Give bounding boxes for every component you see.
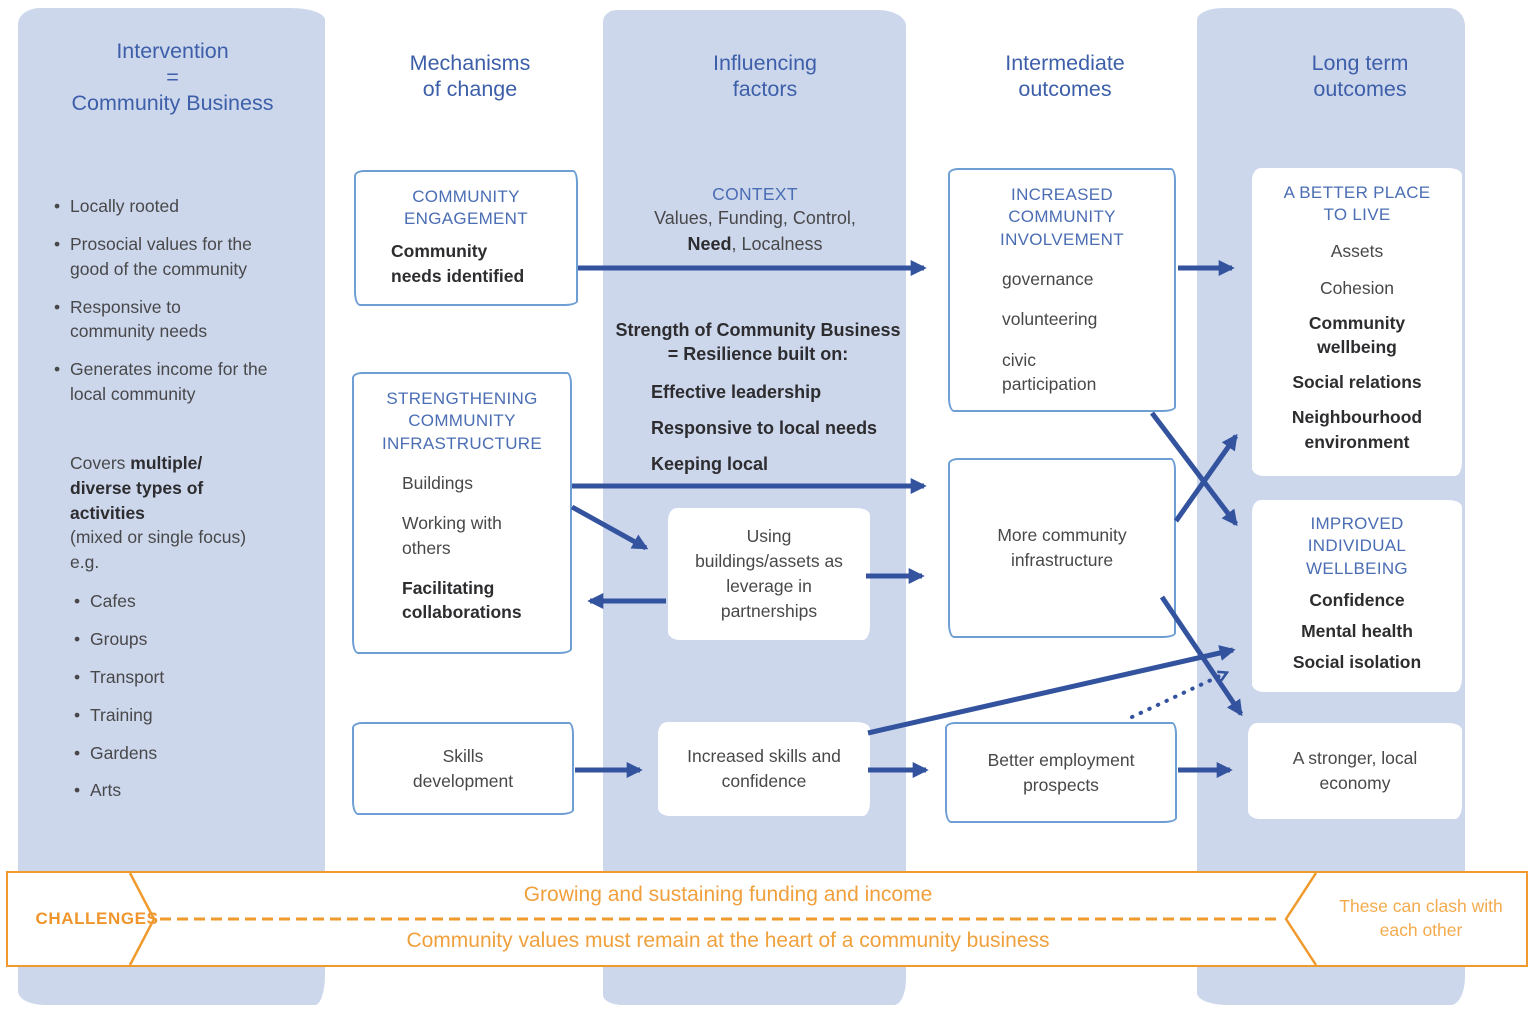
challenges-divider-graphics [128,873,1318,965]
box-item: Buildings [402,473,474,494]
band-intervention [18,8,325,1005]
header-line: Influencing [713,51,817,75]
box-community-engagement: COMMUNITY ENGAGEMENT Community needs ide… [354,170,578,306]
box-strengthening-infrastructure: STRENGTHENING COMMUNITY INFRASTRUCTURE B… [352,372,572,654]
box-improved-wellbeing: IMPROVED INDIVIDUAL WELLBEING Confidence… [1252,500,1462,692]
box-item: Community wellbeing [1308,312,1406,358]
box-item: Confidence [1309,590,1405,611]
box-body: More community infrastructure [997,525,1127,570]
arrow-increased-skills-to-wellbeing [867,645,1236,736]
box-increased-skills: Increased skills and confidence [658,722,870,816]
context-bold: Need [687,233,732,254]
intervention-description: Locally rooted Prosocial values for the … [48,194,310,816]
covers-paragraph: Covers multiple/ diverse types of activi… [48,451,255,575]
intervention-bullet: Locally rooted [48,194,270,219]
box-more-infrastructure: More community infrastructure [948,458,1176,638]
box-item: Working with others [402,513,502,558]
box-body: Increased skills and confidence [687,746,841,791]
header-line: Intervention [116,39,229,63]
challenges-note-text: These can clash with each other [1339,896,1503,940]
covers-bold: multiple/ diverse types of activities [70,452,204,523]
box-item: Neighbourhood environment [1291,407,1423,452]
challenges-banner: CHALLENGES Growing and sustaining fundin… [6,871,1528,967]
covers-post: e.g. [70,552,100,573]
box-increased-involvement: INCREASED COMMUNITY INVOLVEMENT governan… [948,168,1176,412]
chevron-left-icon [1284,873,1318,965]
strength-items: Effective leadership Responsive to local… [613,382,903,475]
intervention-bullet: Generates income for the local community [48,357,270,407]
header-line: outcomes [1018,77,1112,102]
context-line: Need, Localness [610,232,900,258]
strength-item: Keeping local [651,453,769,474]
box-item: Mental health [1301,621,1413,642]
column-header-intervention: Intervention = Community Business [30,38,315,117]
box-better-place: A BETTER PLACE TO LIVE Assets Cohesion C… [1252,168,1462,476]
challenge-bottom-text: Community values must remain at the hear… [406,929,1050,952]
header-line: Community Business [71,91,274,116]
box-item: Cohesion [1320,277,1394,298]
band-influencing-factors [603,10,906,1005]
activity-item: Transport [70,665,310,690]
context-title: CONTEXT [712,184,798,204]
box-body: Using buildings/assets as leverage in pa… [695,526,843,621]
box-items: governance volunteering civic participat… [950,267,1174,396]
challenge-top-text: Growing and sustaining funding and incom… [523,883,933,906]
covers-post: (mixed or single focus) [70,527,247,548]
column-header-intermediate: Intermediate outcomes [975,50,1155,102]
chevron-right-icon [128,873,156,965]
box-title: COMMUNITY ENGAGEMENT [404,187,528,229]
activity-item: Arts [70,778,310,803]
strength-heading: Strength of Community Business = Resilie… [615,320,901,365]
box-title: INCREASED COMMUNITY INVOLVEMENT [1000,185,1124,249]
challenges-note: These can clash with each other [1322,873,1520,965]
activities-list: Cafes Groups Transport Training Gardens … [48,589,310,803]
column-header-mechanisms: Mechanisms of change [380,50,560,102]
header-line: Intermediate [1005,51,1125,75]
header-line: factors [732,77,798,102]
box-body: Community needs identified [391,240,525,286]
context-rest: , Localness [731,233,823,254]
strength-block: Strength of Community Business = Resilie… [613,318,903,475]
box-item: Assets [1330,240,1384,261]
intervention-bullet: Prosocial values for the good of the com… [48,232,270,282]
box-item: civic participation [1002,349,1097,394]
box-title: A BETTER PLACE TO LIVE [1283,183,1431,225]
box-body: A stronger, local economy [1292,748,1418,793]
box-stronger-economy: A stronger, local economy [1248,723,1462,819]
header-line: of change [422,77,518,102]
box-title: IMPROVED INDIVIDUAL WELLBEING [1306,514,1408,578]
box-skills-development: Skills development [352,722,574,815]
box-items: Buildings Working with others Facilitati… [354,471,570,624]
context-line: Values, Funding, Control, [654,208,856,229]
header-line: outcomes [1313,77,1407,102]
box-body: Better employment prospects [987,749,1135,795]
header-line: Mechanisms [409,51,531,75]
header-line: Long term [1311,51,1409,75]
activity-item: Cafes [70,589,310,614]
box-title: STRENGTHENING COMMUNITY INFRASTRUCTURE [381,389,543,453]
column-header-influencing: Influencing factors [675,50,855,102]
covers-pre: Covers [70,452,131,473]
box-using-buildings: Using buildings/assets as leverage in pa… [668,508,870,640]
activity-item: Gardens [70,741,310,766]
activity-item: Training [70,703,310,728]
box-item: governance [1002,269,1094,290]
context-block: CONTEXT Values, Funding, Control, Need, … [610,183,900,257]
header-line: = [166,65,179,90]
box-item: Facilitating collaborations [402,577,522,622]
activity-item: Groups [70,627,310,652]
column-header-longterm: Long term outcomes [1270,50,1450,102]
box-item: Social relations [1292,372,1422,393]
box-better-employment: Better employment prospects [945,722,1177,823]
intervention-bullet: Responsive to community needs [48,295,270,345]
strength-item: Responsive to local needs [651,417,878,438]
strength-item: Effective leadership [651,381,822,402]
box-item: volunteering [1002,309,1098,330]
box-body: Skills development [412,745,514,791]
challenges-label: CHALLENGES [35,909,159,928]
box-item: Social isolation [1292,652,1422,672]
